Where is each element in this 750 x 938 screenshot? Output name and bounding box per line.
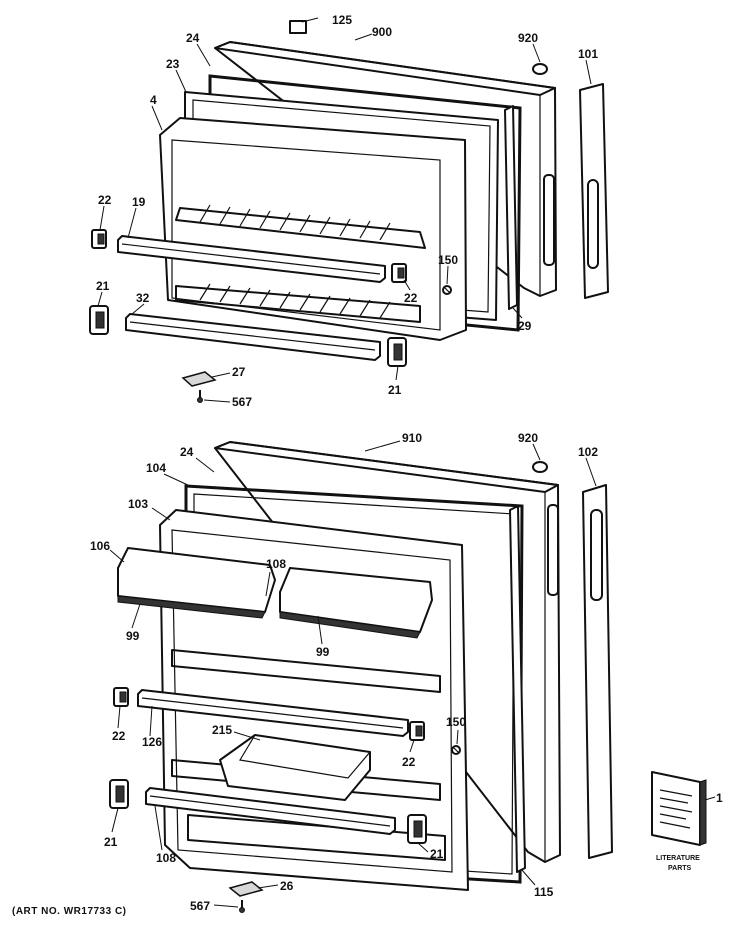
label-920-lower: 920 [518, 431, 538, 445]
part-labels: 125 900 920 101 24 23 4 22 19 150 22 21 … [90, 13, 723, 913]
label-108-lower: 108 [156, 851, 176, 865]
part-106-bin-left [117, 547, 276, 619]
part-215-bin [219, 734, 372, 801]
label-19: 19 [132, 195, 146, 209]
literature-label-line2: PARTS [668, 865, 692, 872]
label-29: 29 [518, 319, 532, 333]
part-21-bracket-right-lower [407, 814, 427, 844]
part-1-literature-booklet [651, 771, 707, 846]
part-102-handle-trim [582, 484, 613, 859]
label-21-upper-left: 21 [96, 279, 110, 293]
part-32-shelf-rail [125, 313, 381, 361]
label-125: 125 [332, 13, 352, 27]
label-21-lower-left: 21 [104, 835, 118, 849]
label-24-lower: 24 [180, 445, 194, 459]
part-567-screw-upper [197, 390, 203, 403]
label-27: 27 [232, 365, 246, 379]
part-22-bracket-right-lower [409, 721, 425, 741]
part-29-strip [504, 105, 518, 310]
part-101-handle-trim [579, 83, 609, 299]
label-22-lower-left: 22 [112, 729, 126, 743]
label-1: 1 [716, 791, 723, 805]
fresh-food-door-assembly [109, 441, 707, 913]
label-126: 126 [142, 735, 162, 749]
part-22-bracket-left-lower [113, 687, 129, 707]
label-24-upper: 24 [186, 31, 200, 45]
label-23: 23 [166, 57, 180, 71]
label-567-upper: 567 [232, 395, 252, 409]
leader-lines [97, 17, 716, 908]
label-32: 32 [136, 291, 150, 305]
label-900: 900 [372, 25, 392, 39]
part-920-cap-upper [532, 63, 548, 75]
part-150-screw-upper [442, 285, 452, 295]
label-26: 26 [280, 879, 294, 893]
label-150-lower: 150 [446, 715, 466, 729]
label-101: 101 [578, 47, 598, 61]
part-27-hinge-plate [181, 371, 217, 387]
part-22-bracket-right-upper [391, 263, 407, 283]
label-910: 910 [402, 431, 422, 445]
label-150-upper: 150 [438, 253, 458, 267]
label-4: 4 [150, 93, 157, 107]
part-150-screw-lower [451, 745, 461, 755]
label-102: 102 [578, 445, 598, 459]
part-125-plate [289, 20, 307, 34]
label-115: 115 [534, 885, 554, 899]
label-103: 103 [128, 497, 148, 511]
label-106: 106 [90, 539, 110, 553]
label-567-lower: 567 [190, 899, 210, 913]
freezer-door-assembly [89, 20, 609, 403]
part-567-screw-lower [239, 900, 245, 913]
part-21-bracket-left-upper [89, 305, 109, 335]
part-920-cap-lower [532, 461, 548, 473]
part-21-bracket-left-lower [109, 779, 129, 809]
label-21-lower-right: 21 [430, 847, 444, 861]
label-920-upper: 920 [518, 31, 538, 45]
label-22-upper-left: 22 [98, 193, 112, 207]
label-22-upper-right: 22 [404, 291, 418, 305]
art-number-caption: (ART NO. WR17733 C) [12, 906, 127, 917]
label-104: 104 [146, 461, 166, 475]
label-99-right: 99 [316, 645, 330, 659]
label-99-left: 99 [126, 629, 140, 643]
label-108-upper: 108 [266, 557, 286, 571]
part-26-hinge-plate [228, 881, 264, 897]
label-21-upper-right: 21 [388, 383, 402, 397]
part-115-strip [509, 505, 526, 873]
part-22-bracket-left-upper [91, 229, 107, 249]
part-4-inner-liner [159, 117, 467, 341]
label-22-lower-right: 22 [402, 755, 416, 769]
label-215: 215 [212, 723, 232, 737]
part-21-bracket-right-upper [387, 337, 407, 367]
literature-label-line1: LITERATURE [656, 855, 700, 862]
